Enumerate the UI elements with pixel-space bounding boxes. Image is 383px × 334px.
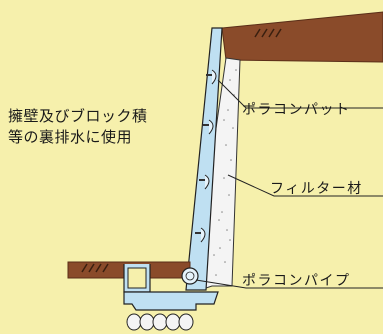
porakon-pipe	[181, 267, 199, 285]
porakon-pad-label: ポラコンパット	[242, 102, 351, 118]
filter-dots	[213, 69, 237, 276]
porakon-pipe-label: ポラコンパイプ	[242, 273, 351, 289]
upper-soil	[221, 11, 383, 63]
usage-line-2: 等の裏排水に使用	[8, 128, 133, 146]
upper-soil-hatch	[254, 28, 282, 38]
filter-material-label: フィルター材	[270, 181, 363, 197]
weep-holes	[195, 74, 212, 234]
usage-line-1: 擁壁及びブロック積	[8, 107, 148, 125]
channel-void	[127, 267, 147, 289]
leader-line-filter	[227, 174, 383, 197]
wall-footing	[123, 291, 219, 311]
lower-soil-hatch	[81, 263, 109, 273]
usage-description: 擁壁及びブロック積 等の裏排水に使用	[8, 106, 148, 148]
porakon-pads	[200, 69, 217, 243]
retaining-wall	[185, 27, 223, 291]
leader-line-pipe	[195, 279, 383, 289]
leader-line-pad	[217, 79, 383, 109]
foundation-stones	[126, 313, 194, 331]
